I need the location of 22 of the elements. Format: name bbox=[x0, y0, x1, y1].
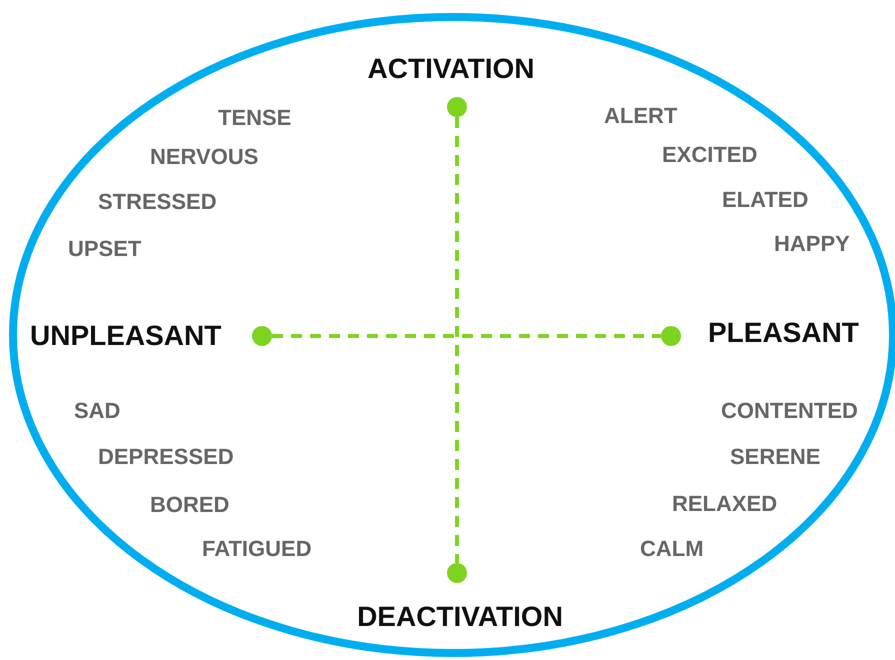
emotion-word: RELAXED bbox=[672, 492, 778, 516]
emotion-word: ALERT bbox=[604, 104, 678, 128]
emotion-word: TENSE bbox=[218, 106, 292, 130]
axis-label: PLEASANT bbox=[708, 318, 859, 348]
emotion-word: NERVOUS bbox=[150, 145, 258, 169]
emotion-word: CONTENTED bbox=[721, 399, 858, 423]
axis-line bbox=[272, 334, 661, 338]
axis-label: DEACTIVATION bbox=[357, 602, 563, 632]
emotion-word: EXCITED bbox=[662, 143, 758, 167]
emotion-word: SAD bbox=[74, 399, 120, 423]
axis-line bbox=[455, 117, 459, 563]
emotion-word: CALM bbox=[640, 537, 704, 561]
emotion-word: SERENE bbox=[730, 445, 820, 469]
emotion-word: HAPPY bbox=[774, 232, 850, 256]
emotion-word: FATIGUED bbox=[202, 537, 312, 561]
axis-label: ACTIVATION bbox=[368, 54, 534, 84]
axis-label: UNPLEASANT bbox=[30, 321, 222, 351]
emotion-word: STRESSED bbox=[98, 190, 217, 214]
emotion-word: UPSET bbox=[68, 237, 142, 261]
emotion-word: BORED bbox=[150, 493, 230, 517]
emotion-word: DEPRESSED bbox=[98, 445, 234, 469]
emotion-word: ELATED bbox=[722, 188, 808, 212]
